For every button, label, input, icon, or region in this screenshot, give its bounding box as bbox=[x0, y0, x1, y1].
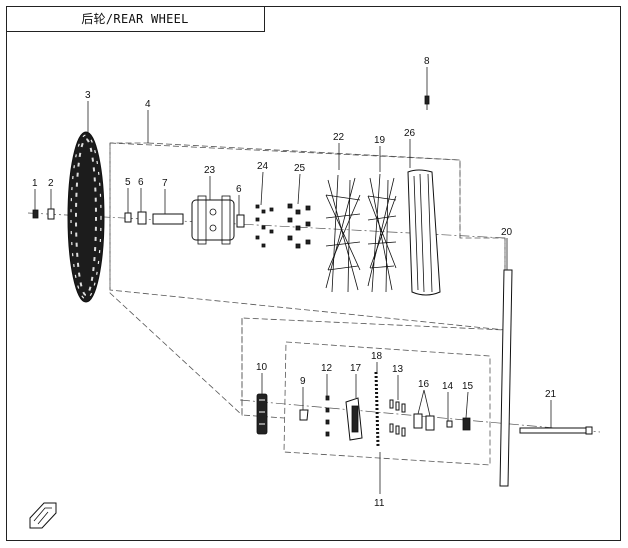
group-connector bbox=[241, 318, 285, 419]
callout-26: 26 bbox=[404, 128, 416, 139]
callout-5: 5 bbox=[125, 177, 131, 188]
callout-4: 4 bbox=[145, 99, 151, 110]
part-22-spokes bbox=[325, 174, 361, 293]
part-25-spoke-nuts bbox=[287, 203, 311, 249]
fwd-arrow-icon bbox=[29, 502, 57, 529]
callout-17: 17 bbox=[350, 363, 362, 374]
part-3-tire bbox=[67, 131, 105, 303]
part-21-axle bbox=[519, 426, 593, 435]
part-2-washer bbox=[47, 208, 55, 220]
callout-21: 21 bbox=[545, 389, 557, 400]
part-6-bearing-right bbox=[236, 214, 245, 228]
callout-22: 22 bbox=[333, 132, 345, 143]
part-19-spokes bbox=[367, 173, 397, 293]
part-20-rod bbox=[499, 269, 513, 487]
part-15-nut bbox=[462, 417, 471, 431]
callout-8: 8 bbox=[424, 56, 430, 67]
callout-11: 11 bbox=[374, 498, 385, 509]
callout-2: 2 bbox=[48, 178, 54, 189]
part-9-spacer bbox=[299, 409, 309, 421]
group-4-boundary bbox=[109, 142, 506, 331]
callout-12: 12 bbox=[321, 363, 333, 374]
callout-6a: 6 bbox=[138, 177, 144, 188]
callout-13: 13 bbox=[392, 364, 404, 375]
callout-6b: 6 bbox=[236, 184, 242, 195]
part-24-spoke-nipples bbox=[255, 204, 274, 248]
callout-25: 25 bbox=[294, 163, 306, 174]
part-14-washer bbox=[446, 420, 453, 428]
part-12-bolts bbox=[325, 395, 330, 437]
callout-16: 16 bbox=[418, 379, 430, 390]
callout-15: 15 bbox=[462, 381, 474, 392]
part-5-spacer bbox=[124, 212, 132, 223]
part-23-hub bbox=[191, 195, 235, 245]
part-17-flange bbox=[345, 397, 363, 441]
callout-10: 10 bbox=[256, 362, 268, 373]
callout-24: 24 bbox=[257, 161, 269, 172]
callout-18: 18 bbox=[371, 351, 383, 362]
part-18-disc bbox=[374, 371, 380, 447]
part-13-studs bbox=[389, 399, 406, 437]
part-8-valve bbox=[424, 95, 430, 110]
part-6-bearing-left bbox=[137, 211, 147, 225]
callout-14: 14 bbox=[442, 381, 454, 392]
part-16-brackets bbox=[413, 413, 435, 431]
callout-3: 3 bbox=[85, 90, 91, 101]
part-1-nut bbox=[32, 209, 39, 219]
group-4-outline bbox=[109, 142, 506, 416]
part-7-sleeve bbox=[152, 213, 184, 225]
group-11-outline bbox=[283, 341, 491, 466]
part-26-rim bbox=[407, 169, 441, 296]
callout-20: 20 bbox=[501, 227, 513, 238]
page-title: 后轮/REAR WHEEL bbox=[6, 6, 265, 32]
callout-19: 19 bbox=[374, 135, 386, 146]
part-10-sprocket bbox=[256, 393, 268, 435]
drawing-frame bbox=[6, 6, 621, 541]
callout-9: 9 bbox=[300, 376, 306, 387]
callout-1: 1 bbox=[32, 178, 38, 189]
leader-lines bbox=[34, 67, 552, 494]
callout-23: 23 bbox=[204, 165, 216, 176]
callout-7: 7 bbox=[162, 178, 168, 189]
